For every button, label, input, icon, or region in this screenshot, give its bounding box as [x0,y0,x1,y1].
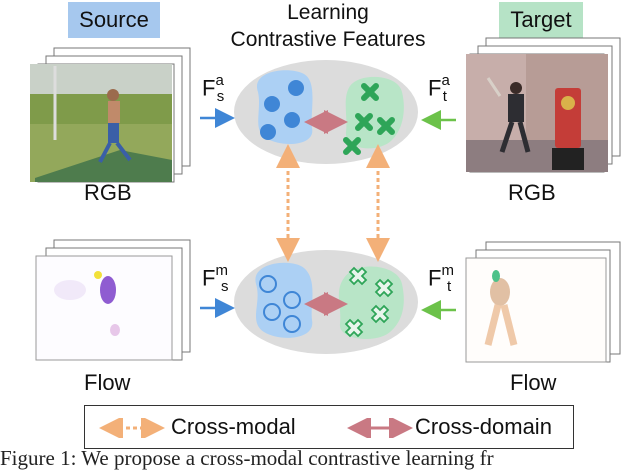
flow-label-source: Flow [84,370,131,395]
feature-label-target-flow: Fmt [428,262,454,295]
target-label: Target [499,2,583,38]
source-rgb-features [260,80,304,140]
source-flow-frames [35,239,191,361]
source-flow-features [259,275,301,333]
figure-title-line1: Learning [287,1,369,24]
figure-caption: Figure 1: We propose a cross-modal contr… [0,446,494,470]
rgb-label-source: RGB [84,180,132,205]
figure-title-line2: Contrastive Features [230,28,426,51]
feature-label-source-rgb: Fas [202,72,225,105]
target-flow-features [344,266,394,338]
flow-feature-space [234,250,418,354]
source-rgb-frames [30,47,191,183]
cross-domain-legend-icon [347,418,413,438]
cross-modal-legend-icon [99,418,165,438]
rgb-feature-space [234,60,418,164]
target-flow-frames [465,241,621,363]
target-rgb-features [343,83,395,155]
feature-label-target-rgb: Fat [428,72,450,105]
cross-domain-legend-label: Cross-domain [415,414,552,439]
target-rgb-frames [466,37,621,173]
flow-label-target: Flow [510,370,557,395]
rgb-label-target: RGB [508,180,556,205]
feature-label-source-flow: Fms [202,262,229,295]
source-label: Source [68,2,160,38]
cross-modal-legend-label: Cross-modal [171,414,296,439]
legend: Cross-modal Cross-domain [84,405,574,449]
